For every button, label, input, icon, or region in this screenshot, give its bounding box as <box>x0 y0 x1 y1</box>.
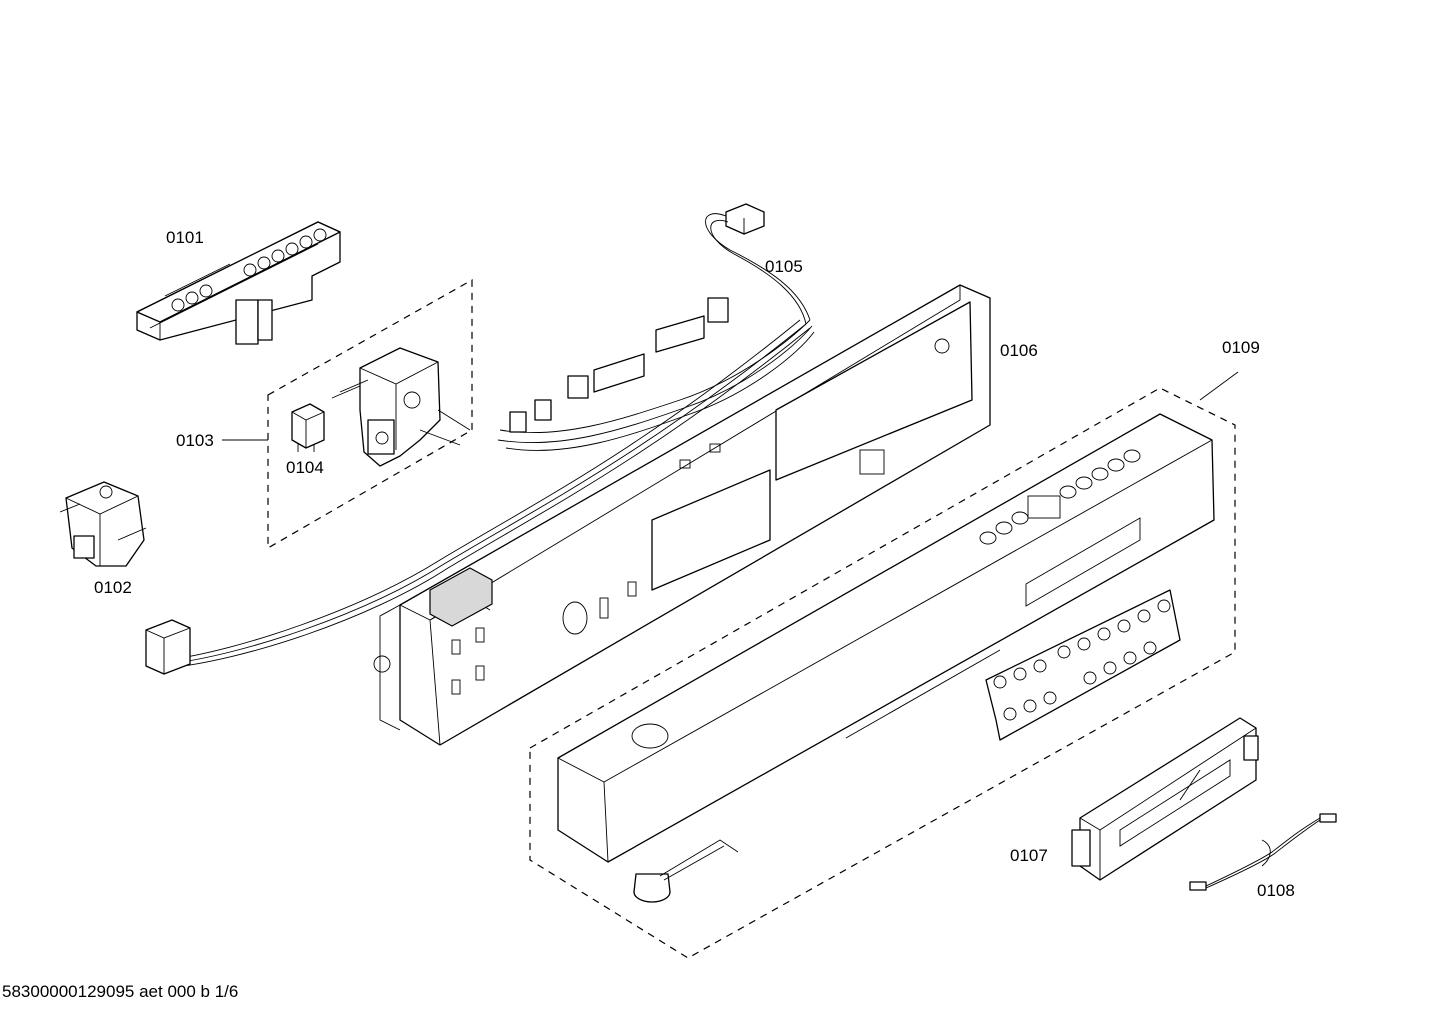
drawing-reference: 58300000129095 aet 000 b 1/6 <box>2 982 238 1001</box>
part-0109-fascia-panel[interactable] <box>557 413 1215 863</box>
label-0109: 0109 <box>1222 338 1260 357</box>
part-0104-relay[interactable] <box>291 403 325 452</box>
part-button-strips[interactable] <box>985 589 1181 741</box>
part-0106-control-frame[interactable] <box>373 284 991 746</box>
label-0106: 0106 <box>1000 341 1038 360</box>
group-0103-outline <box>267 278 473 550</box>
label-0107: 0107 <box>1010 846 1048 865</box>
label-0101: 0101 <box>166 228 204 247</box>
label-0104: 0104 <box>286 458 324 477</box>
part-0101-electronic-module[interactable] <box>136 221 341 345</box>
part-0103-actuator[interactable] <box>331 347 471 467</box>
label-0102: 0102 <box>94 578 132 597</box>
group-0109-outline <box>529 387 1236 959</box>
label-0108: 0108 <box>1257 881 1295 900</box>
part-0108-cable[interactable] <box>1189 813 1337 891</box>
part-0105-wiring-harness[interactable] <box>145 203 815 675</box>
leader-0109 <box>1199 371 1239 401</box>
label-0105: 0105 <box>765 257 803 276</box>
label-0103: 0103 <box>176 431 214 450</box>
part-door-knob[interactable] <box>633 839 739 903</box>
part-0102-door-switch[interactable] <box>59 481 147 567</box>
part-0107-display-module[interactable] <box>1071 717 1259 881</box>
